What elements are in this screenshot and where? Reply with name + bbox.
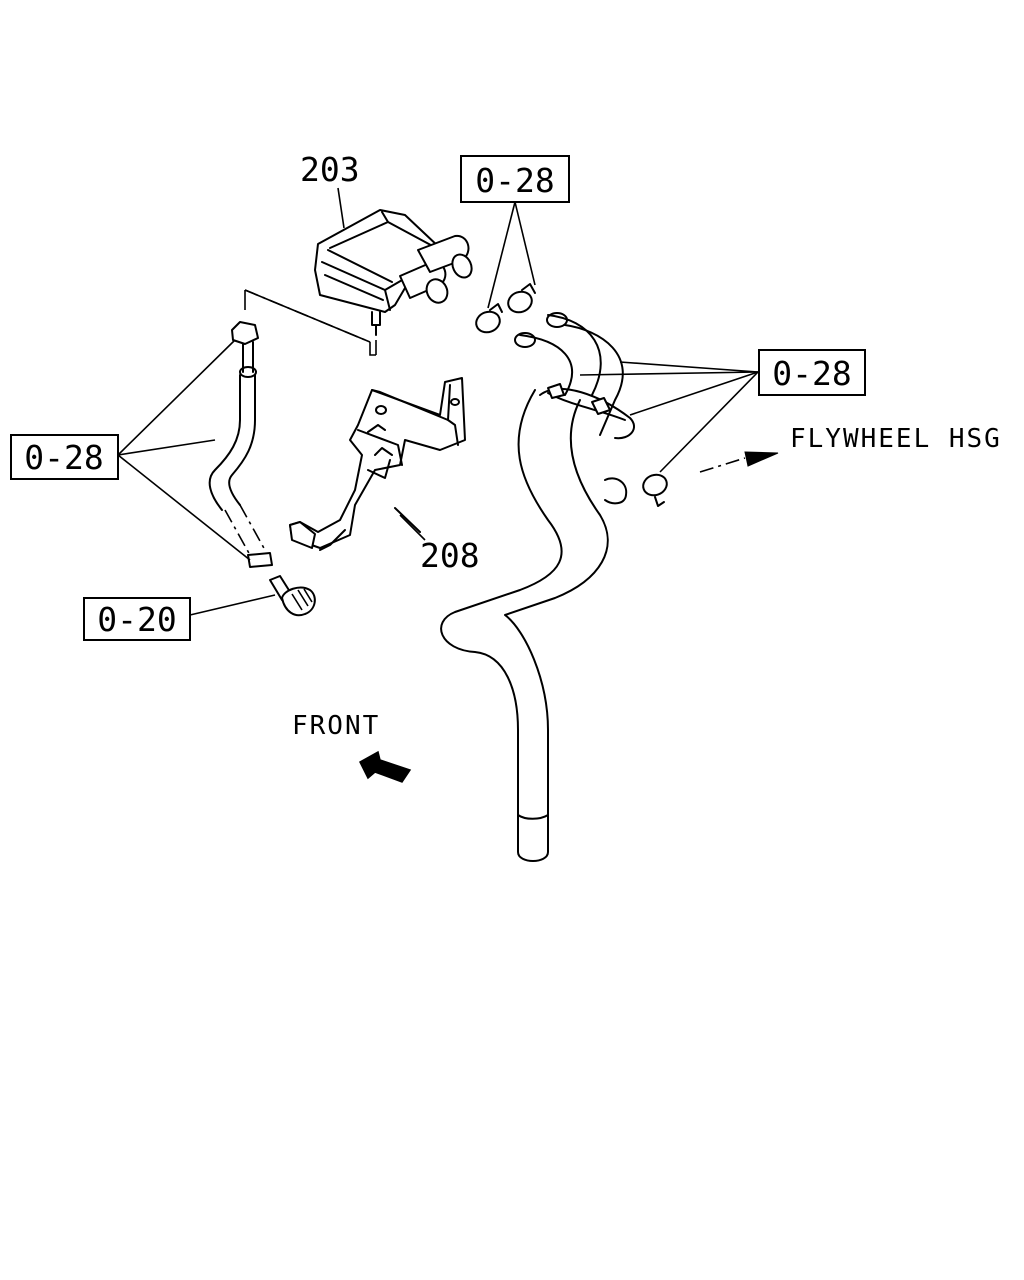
callout-box-top: 0-28 [460,155,570,203]
hose-connector [269,575,316,617]
callout-label-right: 0-28 [772,354,851,393]
part-203-sensor [314,209,473,336]
part-number-203: 203 [300,150,360,189]
assembly-leader [244,289,377,356]
callout-label-connector: 0-20 [97,600,176,639]
part-208-bracket [289,377,466,551]
front-arrow [359,750,412,783]
callout-box-connector: 0-20 [83,597,191,641]
callout-box-left: 0-28 [10,434,119,480]
callout-box-right: 0-28 [758,349,866,396]
callout-label-top: 0-28 [475,161,554,200]
small-hose [208,321,273,568]
main-hose [440,312,635,862]
callout-leaders [117,187,779,616]
part-number-208: 208 [420,536,480,575]
hose-clamps [475,283,668,507]
flywheel-hsg-label: FLYWHEEL HSG [790,424,1002,454]
callout-label-left: 0-28 [24,438,103,477]
front-label: FRONT [292,711,380,741]
